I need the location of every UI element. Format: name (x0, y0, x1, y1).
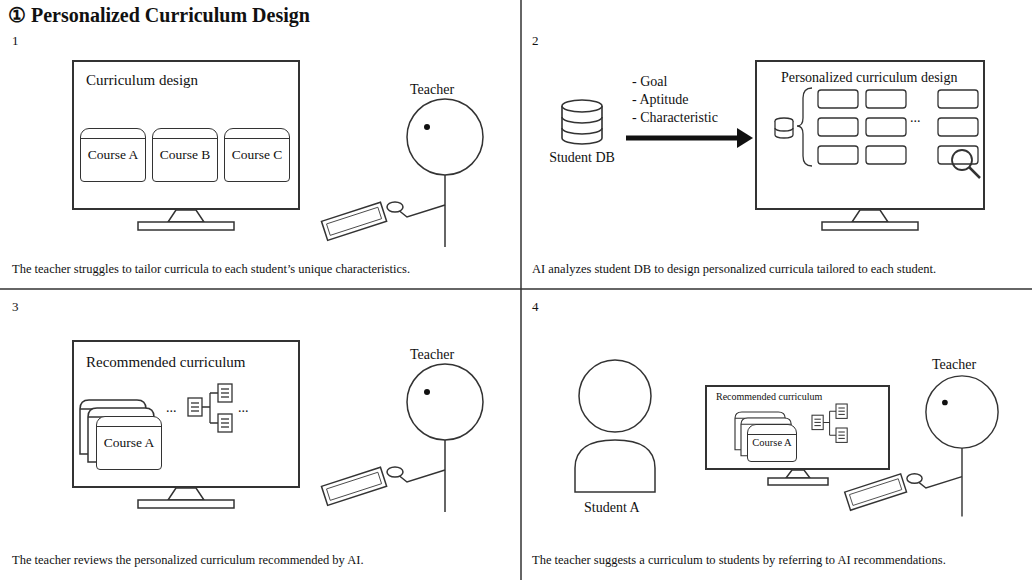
panel-caption: AI analyzes student DB to design persona… (532, 262, 936, 276)
panel-number: 4 (532, 300, 539, 315)
text-label: - Aptitude (632, 92, 688, 108)
card-tab-line (748, 434, 796, 435)
diagram-title: ① Personalized Curriculum Design (8, 4, 310, 27)
course-label: Course A (88, 147, 139, 163)
panel-caption: The teacher struggles to tailor curricul… (12, 262, 410, 276)
monitor-screen: Recommended curriculumCourse A (72, 340, 300, 488)
screen-title: Recommended curriculum (86, 354, 246, 371)
panel-number: 2 (532, 34, 539, 49)
course-label: Course A (752, 437, 791, 449)
text-label: Teacher (932, 357, 976, 373)
monitor-screen: Personalized curriculum design (755, 60, 985, 210)
monitor-screen: Recommended curriculumCourse A (705, 385, 890, 470)
course-label: Course A (104, 435, 155, 451)
course-label: Course C (232, 147, 283, 163)
text-label: - Goal (632, 74, 667, 90)
screen-title: Curriculum design (86, 72, 198, 89)
card-tab-line (81, 138, 145, 139)
db-label: Student DB (542, 150, 622, 166)
course-label: Course B (160, 147, 211, 163)
text-label: Student A (584, 500, 640, 516)
database-node: Student DB (542, 98, 622, 170)
card-tab-line (97, 426, 161, 427)
card-tab-line (153, 138, 217, 139)
course-card: Course A (96, 416, 162, 470)
panel-caption: The teacher suggests a curriculum to stu… (532, 553, 946, 567)
text-label: ... (910, 110, 921, 126)
text-label: - Characteristic (632, 110, 718, 126)
card-tab-line (225, 138, 289, 139)
panel-number: 3 (12, 300, 19, 315)
database-cylinder (560, 98, 604, 146)
text-label: ... (238, 400, 249, 416)
course-card: Course C (224, 128, 290, 182)
flow-arrow (626, 128, 753, 148)
text-label: Teacher (410, 82, 454, 98)
text-label: Teacher (410, 347, 454, 363)
panel-caption: The teacher reviews the personalized cur… (12, 553, 364, 567)
monitor-screen: Curriculum designCourse A Course B Course … (72, 60, 300, 210)
text-label: ... (166, 400, 177, 416)
screen-title: Personalized curriculum design (781, 70, 958, 86)
screen-title: Recommended curriculum (716, 391, 822, 403)
panel-number: 1 (12, 34, 19, 49)
course-card: Course A (747, 424, 797, 462)
course-card: Course B (152, 128, 218, 182)
course-card: Course A (80, 128, 146, 182)
